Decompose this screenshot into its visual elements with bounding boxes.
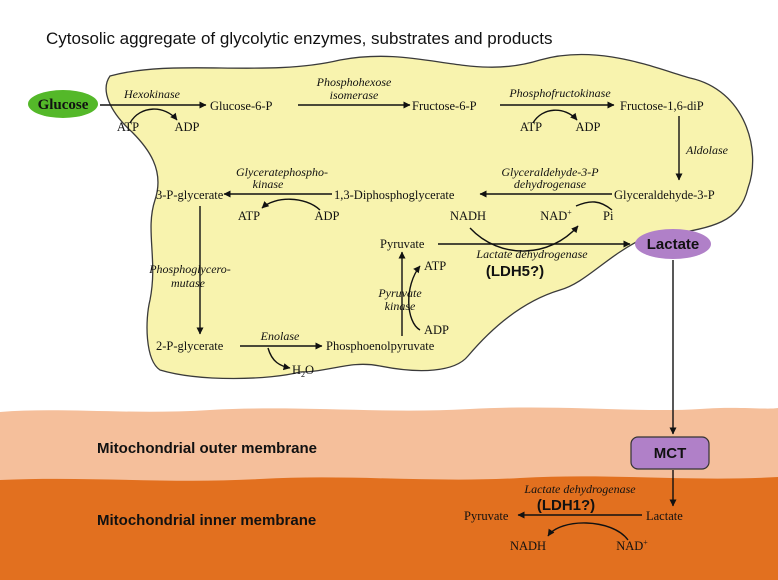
enzyme-phosphofructokinase: Phosphofructokinase [508,86,611,100]
adp-atp-loop-3 [261,198,321,211]
atp-4: ATP [424,259,446,273]
enzyme-lactate-dehydrogenase-mito: Lactate dehydrogenase [523,482,636,496]
enzyme-mutase: mutase [171,276,206,290]
adp-atp-loop-4 [408,265,421,331]
cytosol-aggregate [105,53,754,380]
mito-pyruvate: Pyruvate [464,509,509,523]
atp-adp-loop-2 [532,109,578,124]
nad-plus-1: NAD+ [540,208,572,223]
outer-membrane-label: Mitochondrial outer membrane [97,440,317,457]
adp-1: ADP [174,120,199,134]
diagram-title: Cytosolic aggregate of glycolytic enzyme… [46,29,552,48]
mct-node [630,436,710,470]
nadh-2: NADH [510,539,546,553]
metabolite-fructose-1-6-dip: Fructose-1,6-diP [620,99,704,113]
metabolite-2-p-glycerate: 2-P-glycerate [156,339,224,353]
adp-3: ADP [314,209,339,223]
metabolite-glucose-6-p: Glucose-6-P [210,99,273,113]
enzyme-glyceratephospho: Glyceratephospho- [236,165,328,179]
atp-adp-loop-1 [129,108,178,124]
water-h2o: H2O [292,363,314,379]
metabolite-3-p-glycerate: 3-P-glycerate [156,188,224,202]
pi-curve [575,201,613,211]
enzyme-phosphohexose: Phosphohexose [316,75,392,89]
outer-membrane-band [0,407,778,482]
metabolite-pyruvate: Pyruvate [380,237,425,251]
enzyme-isomerase: isomerase [330,88,379,102]
inner-membrane-band [0,476,778,580]
enzyme-lactate-dehydrogenase-cyto: Lactate dehydrogenase [475,247,588,261]
enzyme-pyruvate: Pyruvate [377,286,422,300]
enzyme-kinase: kinase [253,177,284,191]
atp-2: ATP [520,120,542,134]
nad-plus-2: NAD+ [616,538,648,553]
nad-nadh-loop [547,522,629,541]
glucose-node [28,90,98,118]
enzyme-pk-kinase: kinase [385,299,416,313]
phosphate-pi: Pi [603,209,614,223]
metabolite-phosphoenolpyruvate: Phosphoenolpyruvate [326,339,435,353]
nadh-1: NADH [450,209,486,223]
inner-membrane-label: Mitochondrial inner membrane [97,512,316,529]
mito-lactate: Lactate [646,509,683,523]
enzyme-aldolase: Aldolase [685,143,729,157]
lactate-label: Lactate [647,236,700,253]
metabolite-fructose-6-p: Fructose-6-P [412,99,477,113]
water-curve [267,347,291,371]
enzyme-hexokinase: Hexokinase [123,87,181,101]
enzyme-phosphoglycero: Phosphoglycero- [148,262,231,276]
ldh5-label: (LDH5?) [486,263,544,280]
ldh1-label: (LDH1?) [537,497,595,514]
atp-1: ATP [117,120,139,134]
mct-label: MCT [654,445,687,462]
adp-4: ADP [424,323,449,337]
enzyme-dehydrogenase: dehydrogenase [514,177,587,191]
atp-3: ATP [238,209,260,223]
enzyme-glyceraldehyde-3-p: Glyceraldehyde-3-P [501,165,599,179]
lactate-node [635,229,711,259]
metabolite-glyceraldehyde-3-p: Glyceraldehyde-3-P [614,188,715,202]
adp-2: ADP [575,120,600,134]
metabolite-1-3-diphosphoglycerate: 1,3-Diphosphoglycerate [334,188,455,202]
nadh-nad-loop [469,225,579,252]
glucose-label: Glucose [38,97,89,113]
enzyme-enolase: Enolase [260,329,300,343]
